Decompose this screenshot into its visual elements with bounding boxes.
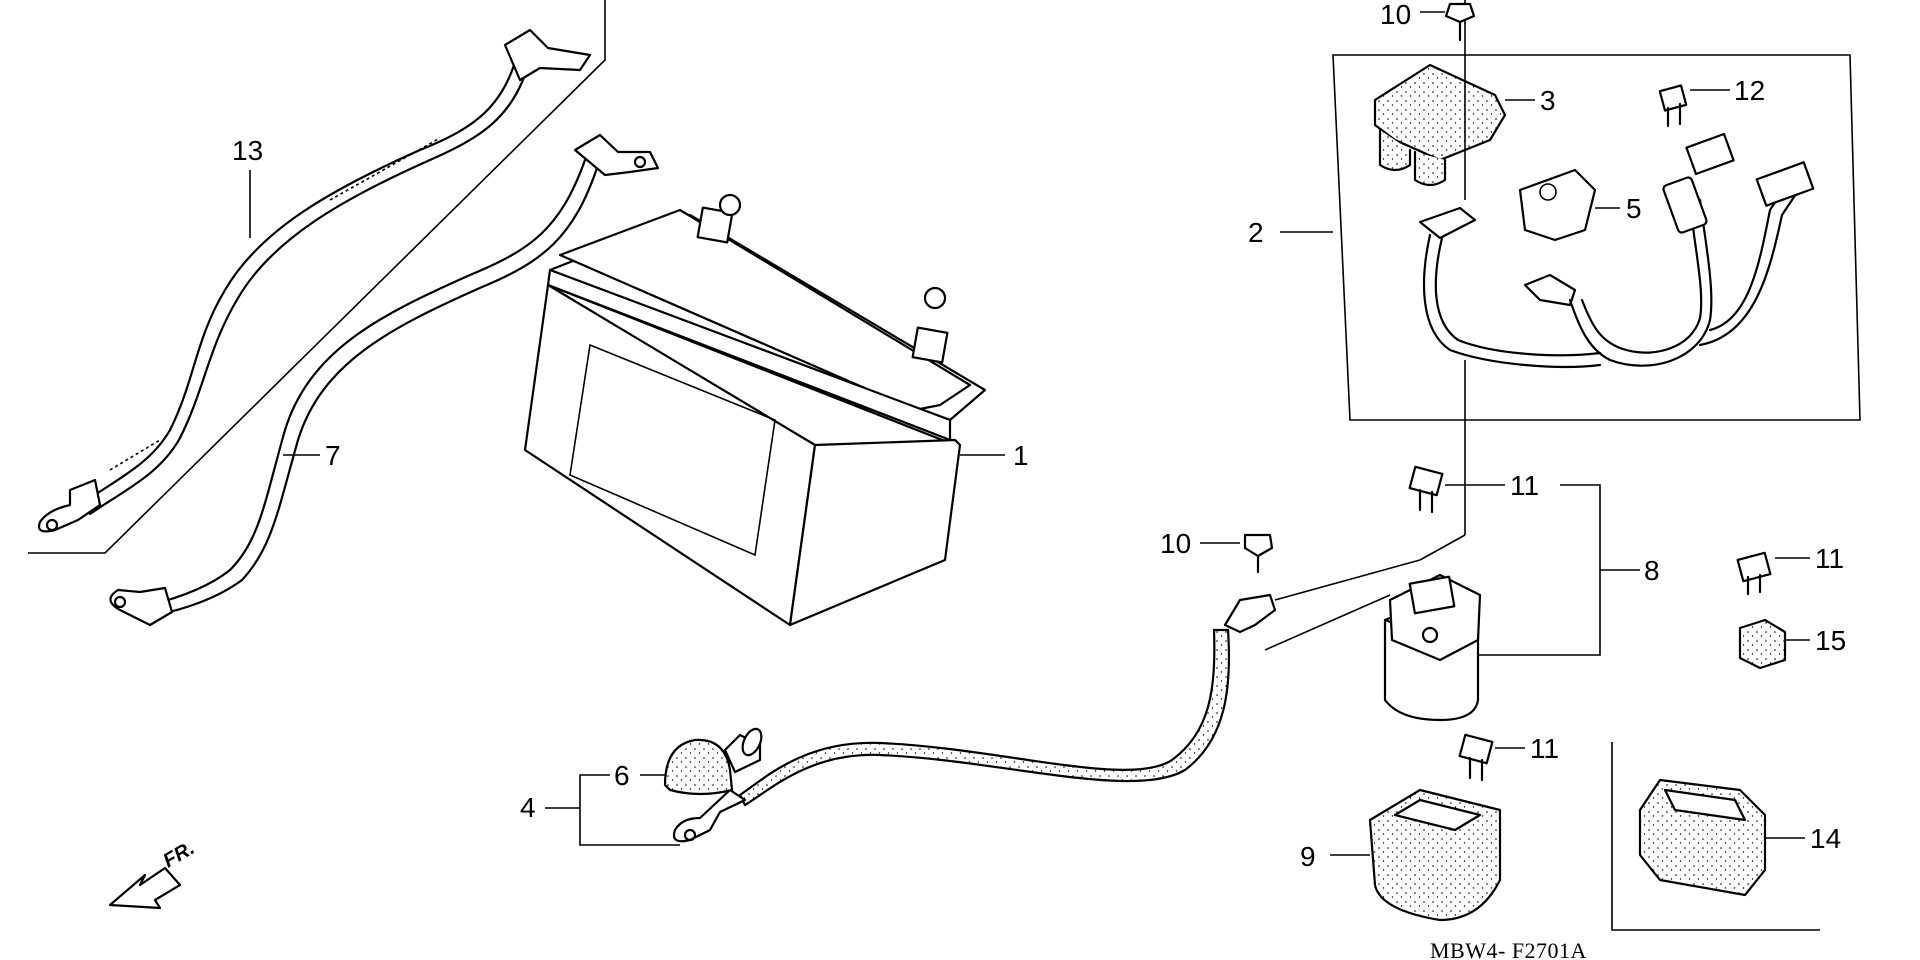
fuse-holder-15-part (1738, 618, 1810, 670)
callout-10-top: 10 (1380, 0, 1411, 30)
starter-relay-part (1383, 573, 1482, 722)
group-frame-relay-harness (1332, 54, 1861, 421)
relay-harness-part (1280, 0, 1815, 561)
callout-6: 6 (614, 760, 630, 791)
callout-1: 1 (1013, 440, 1029, 471)
callout-15: 15 (1815, 625, 1846, 656)
positive-cable-part (109, 133, 660, 627)
fuse-12-part (1658, 84, 1730, 128)
relay-holder-part (1330, 788, 1502, 922)
bolt-10-top-part (1420, 2, 1476, 42)
terminal-boot-part (663, 727, 763, 796)
bolt-10-lower-part (1200, 533, 1274, 574)
fuse-11-upper-part (1408, 465, 1505, 514)
callout-12: 12 (1734, 75, 1765, 106)
callout-11-upper: 11 (1510, 470, 1539, 501)
bracket-8 (1465, 484, 1601, 656)
relay-cover-part (1373, 63, 1535, 187)
callout-5: 5 (1626, 193, 1642, 224)
front-direction-arrow: FR. (108, 837, 198, 910)
fuse-11-lower-part (1458, 733, 1525, 782)
callout-7: 7 (325, 440, 341, 471)
bracket-4 (579, 774, 610, 808)
callout-2: 2 (1248, 217, 1264, 248)
starter-cable-part (672, 559, 1421, 843)
callout-9: 9 (1300, 841, 1316, 872)
group-frame-cables (28, 0, 606, 554)
callout-8: 8 (1644, 555, 1660, 586)
battery-part (523, 193, 1005, 627)
callout-11-right: 11 (1815, 543, 1844, 574)
callout-13: 13 (232, 135, 263, 166)
callout-3: 3 (1540, 85, 1556, 116)
callout-10-lower: 10 (1160, 528, 1191, 559)
callout-4: 4 (520, 792, 536, 823)
fuse-11-right-part (1736, 551, 1810, 596)
drawing-code: MBW4- F2701A (1430, 938, 1587, 960)
negative-cable-part (37, 28, 592, 533)
callout-14: 14 (1810, 823, 1841, 854)
group-frame-cover (1611, 742, 1820, 931)
terminal-cap-part (1518, 168, 1620, 242)
callout-11-lower: 11 (1530, 733, 1559, 764)
relay-box-cover-part (1638, 778, 1805, 897)
